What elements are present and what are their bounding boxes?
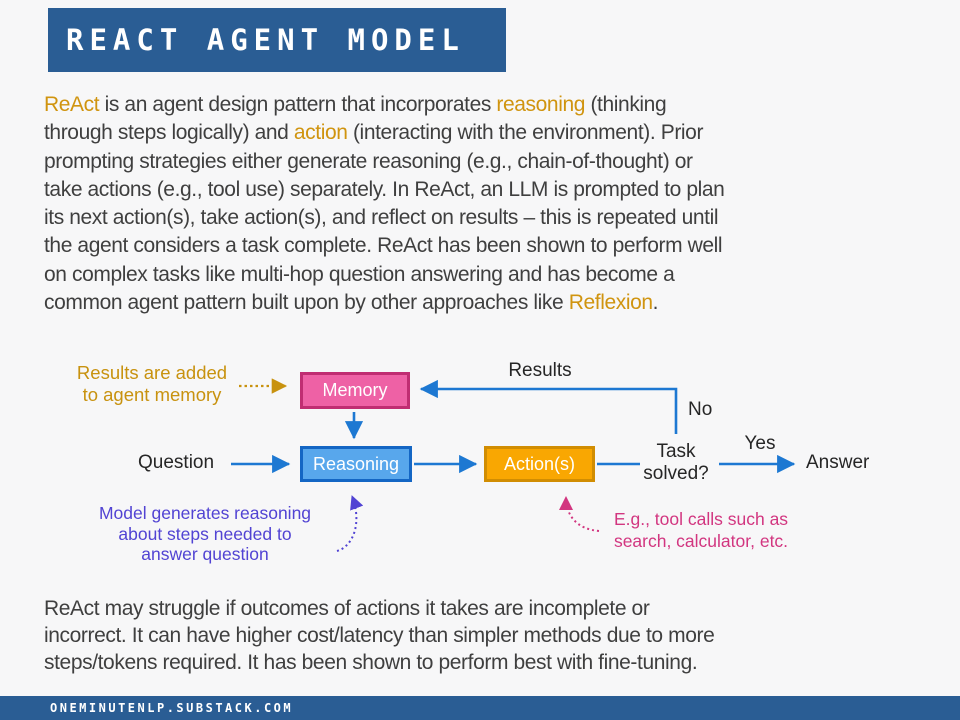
intro-paragraph: ReAct is an agent design pattern that in… bbox=[44, 93, 725, 315]
reasoning-note-dotted-arrow bbox=[336, 495, 364, 552]
footer-url: ONEMINUTENLP.SUBSTACK.COM bbox=[50, 701, 294, 715]
results-label: Results bbox=[508, 360, 572, 381]
page-title: REACT AGENT MODEL bbox=[66, 23, 465, 57]
footer-banner: ONEMINUTENLP.SUBSTACK.COM bbox=[0, 696, 960, 720]
question-label: Question bbox=[138, 452, 215, 473]
actions-node: Action(s) bbox=[484, 446, 595, 482]
actions-node-label: Action(s) bbox=[503, 453, 575, 474]
reasoning-node: Reasoning bbox=[300, 446, 412, 482]
title-banner: REACT AGENT MODEL bbox=[48, 8, 506, 72]
memory-annotation: Results are added to agent memory bbox=[76, 362, 228, 405]
memory-node: Memory bbox=[300, 372, 410, 409]
actions-annotation: E.g., tool calls such as search, calcula… bbox=[613, 509, 789, 551]
yes-label: Yes bbox=[744, 433, 776, 454]
no-label: No bbox=[688, 399, 713, 420]
memory-node-label: Memory bbox=[322, 380, 388, 400]
task-solved-label: Task solved? bbox=[643, 441, 709, 484]
reasoning-node-label: Reasoning bbox=[312, 453, 400, 474]
reasoning-annotation: Model generates reasoning about steps ne… bbox=[98, 503, 312, 564]
results-no-arrow bbox=[419, 379, 678, 434]
answer-label: Answer bbox=[806, 452, 870, 473]
outro-paragraph: ReAct may struggle if outcomes of action… bbox=[44, 597, 715, 675]
